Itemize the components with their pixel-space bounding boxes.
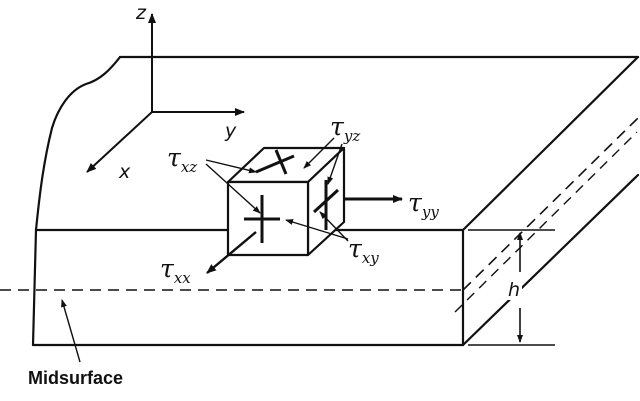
midsurface-label: Midsurface xyxy=(28,368,124,388)
tau-yz-leader-1 xyxy=(303,137,335,169)
tau-yy-label: τyy xyxy=(408,188,439,221)
tau-xz-leader-1 xyxy=(205,159,257,174)
tau-xz-label: τxz xyxy=(167,143,198,176)
tau-yz-label: τyz xyxy=(330,112,361,145)
midsurface-line-side xyxy=(462,117,639,291)
tau-xx-arrow xyxy=(206,231,257,274)
tau-xz-leader-2 xyxy=(205,163,261,214)
midsurface-leader xyxy=(61,299,81,363)
tau-xy-leader-1 xyxy=(285,219,349,240)
tau-xy-leader-2 xyxy=(319,211,349,242)
top-face-mark-b xyxy=(274,149,288,175)
right-face-dash-line xyxy=(454,131,638,313)
x-axis-label: x xyxy=(119,161,131,183)
tau-xx-label: τxx xyxy=(160,254,191,287)
y-axis-label: y xyxy=(225,120,237,142)
plate-right-bottom-edge xyxy=(461,173,640,347)
tau-xy-label: τxy xyxy=(348,234,379,267)
plate-front-left-edge xyxy=(31,228,38,347)
x-axis-arrow xyxy=(86,111,153,173)
plate-broken-edge xyxy=(34,55,122,232)
z-axis-label: z xyxy=(136,2,146,24)
tau-yz-leader-2 xyxy=(327,143,343,185)
top-face-mark-a xyxy=(255,154,295,174)
thickness-h-label: h xyxy=(506,279,523,301)
plate-right-top-edge xyxy=(461,55,640,232)
right-face-mark-diagonal xyxy=(312,188,340,214)
